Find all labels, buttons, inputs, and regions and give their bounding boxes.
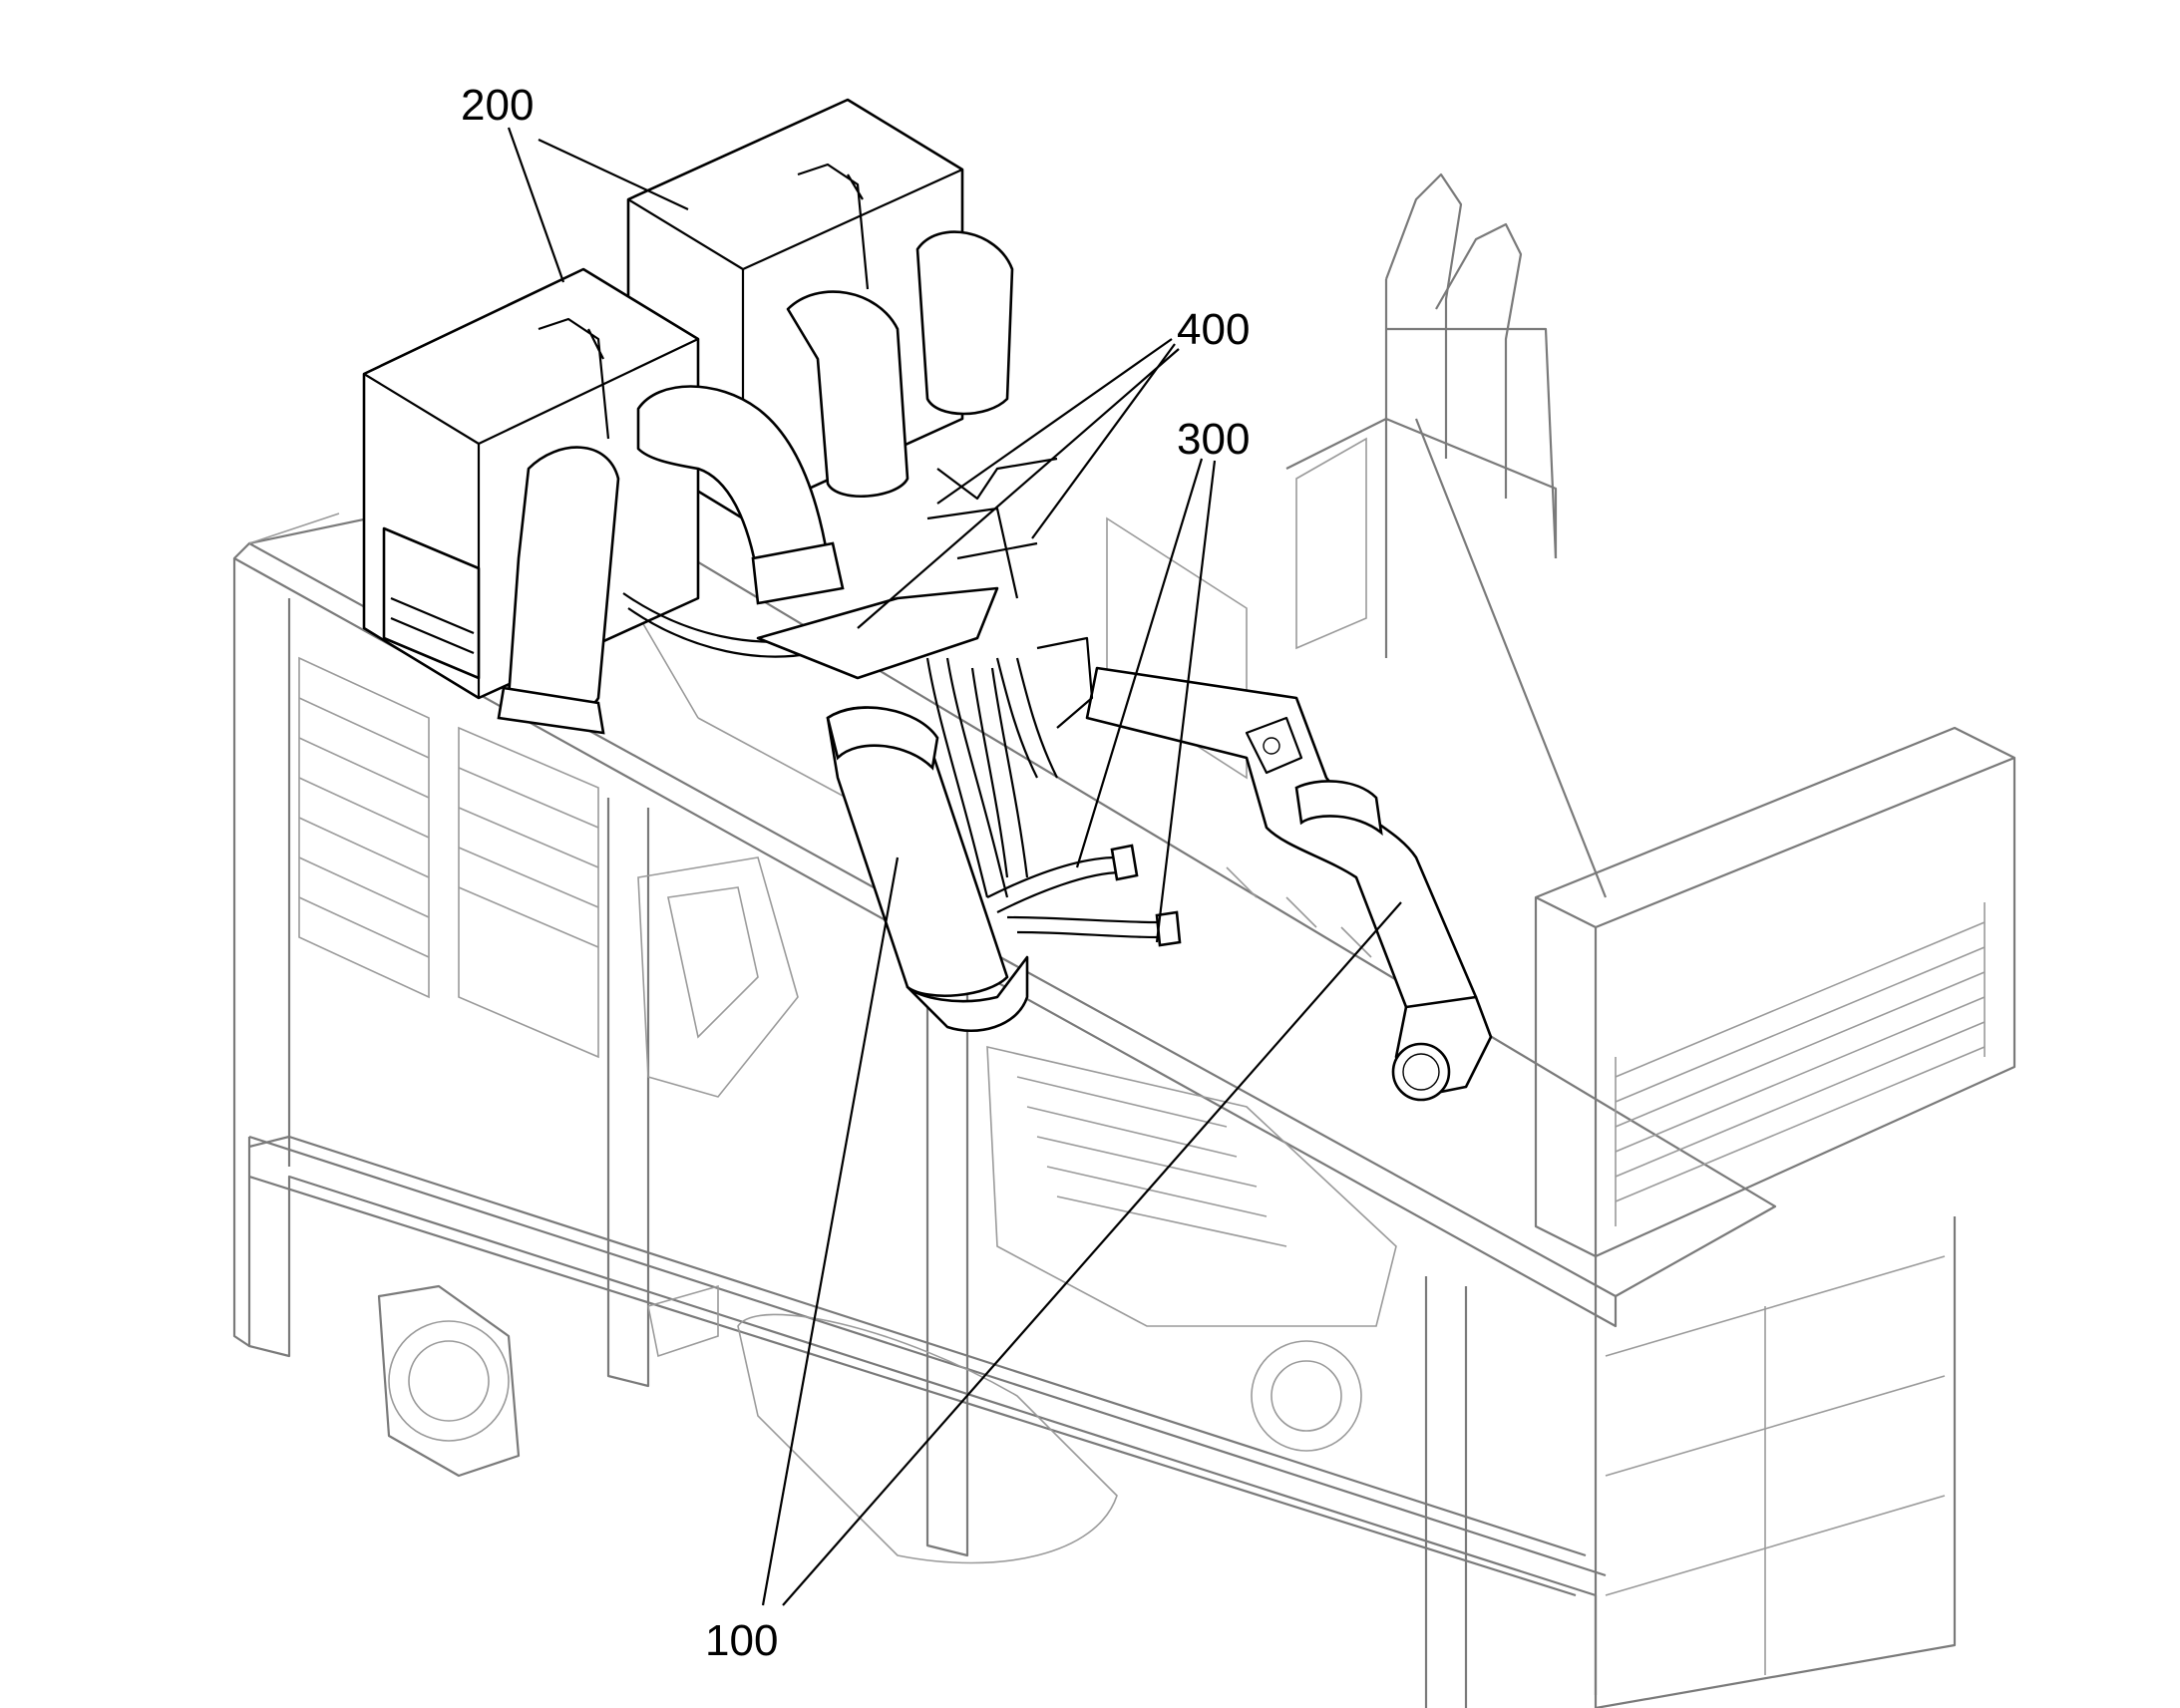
leader-300-a — [1075, 458, 1204, 868]
leader-100-a — [761, 856, 900, 1606]
leader-100-b — [782, 901, 1402, 1606]
leader-400-b — [1031, 343, 1176, 539]
leader-200-b — [538, 139, 689, 210]
leader-200-a — [507, 127, 565, 283]
callout-400: 400 — [1177, 305, 1250, 354]
callout-100: 100 — [705, 1616, 778, 1665]
leader-400-c — [857, 348, 1180, 629]
leader-300-b — [1155, 460, 1217, 943]
generator-enclosure-frame — [232, 172, 2016, 1708]
leader-400-a — [936, 338, 1173, 505]
connecting-tubes — [622, 457, 1058, 779]
callout-300: 300 — [1177, 415, 1250, 464]
intake-ducts — [497, 230, 1493, 1102]
leader-lines — [507, 127, 1402, 1606]
callout-labels: 200 400 300 100 — [461, 81, 1250, 1665]
callout-200: 200 — [461, 81, 534, 130]
small-hoses — [925, 657, 1182, 947]
